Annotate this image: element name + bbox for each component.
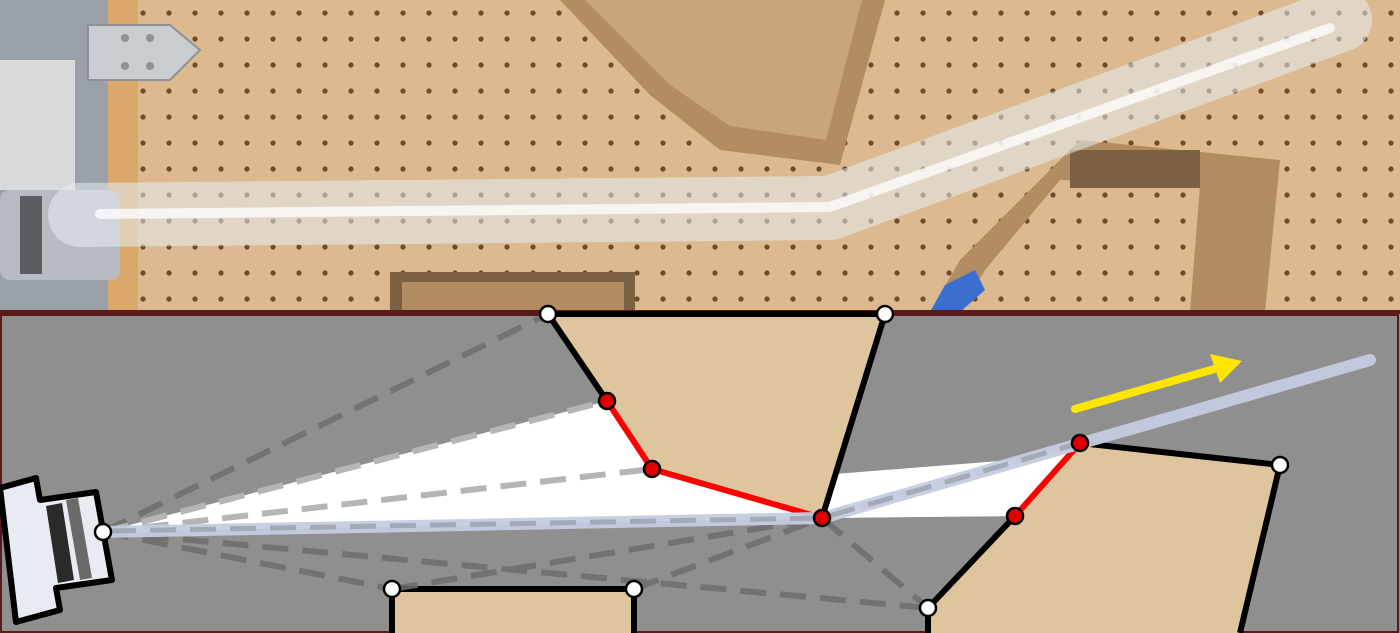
vertex-point — [877, 306, 893, 322]
vertex-point — [626, 581, 642, 597]
hinge-screw — [121, 62, 129, 70]
contact-point — [1072, 435, 1088, 451]
cardboard-obstacle-bottom-inner — [402, 282, 624, 312]
vertex-point — [384, 581, 400, 597]
hinge-screw — [146, 34, 154, 42]
diagram-panel — [0, 306, 1400, 633]
mount-rail — [0, 60, 75, 190]
vertex-point — [1272, 457, 1288, 473]
vertex-point — [540, 306, 556, 322]
hinge-screw — [146, 62, 154, 70]
contact-point — [599, 393, 615, 409]
contact-point — [644, 461, 660, 477]
obstacle-bottom — [392, 589, 634, 633]
contact-point — [814, 510, 830, 526]
vertex-point — [920, 600, 936, 616]
hinge-screw — [121, 34, 129, 42]
cardboard-plate — [1070, 150, 1200, 188]
hose-clamp — [20, 196, 42, 274]
contact-point — [1007, 508, 1023, 524]
photo-panel — [0, 0, 1400, 312]
vertex-point — [95, 524, 111, 540]
